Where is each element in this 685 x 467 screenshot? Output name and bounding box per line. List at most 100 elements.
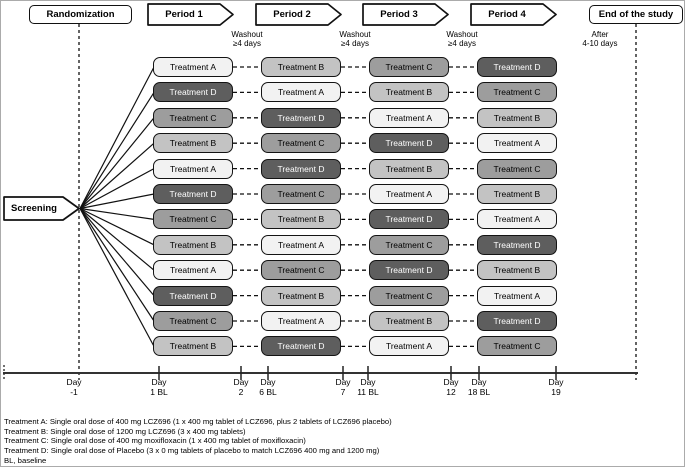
fan-line <box>79 208 155 322</box>
period-4-chevron <box>470 3 557 26</box>
treatment-box-b: Treatment B <box>153 133 233 154</box>
day-value: 19 <box>551 386 561 397</box>
treatment-box-b: Treatment B <box>369 311 449 331</box>
treatment-box-a: Treatment A <box>369 184 449 204</box>
treatment-box-b: Treatment B <box>369 82 449 103</box>
washout-line1: Washout <box>446 30 478 39</box>
washout-label-3: Washout≥4 days <box>432 30 492 48</box>
treatment-box-a: Treatment A <box>153 158 233 179</box>
washout-line2: ≥4 days <box>341 39 369 48</box>
treatment-box-a: Treatment A <box>477 209 557 230</box>
period-1-label: Period 1 <box>165 9 203 20</box>
fan-line <box>79 117 155 209</box>
period-3-label: Period 3 <box>380 9 418 20</box>
treatment-box-a: Treatment A <box>477 285 557 306</box>
washout-line2: ≥4 days <box>233 39 261 48</box>
treatment-box-d: Treatment D <box>477 234 557 255</box>
period-1-chevron <box>147 3 234 26</box>
fan-line <box>79 92 155 209</box>
footnotes-block: Treatment A: Single oral dose of 400 mg … <box>4 417 392 466</box>
footnote-5: BL, baseline <box>4 455 47 465</box>
washout-label-1: Washout≥4 days <box>217 30 277 48</box>
treatment-box-b: Treatment B <box>477 184 557 204</box>
treatment-box-b: Treatment B <box>477 260 557 281</box>
fan-line <box>79 208 155 347</box>
day-word: Day <box>548 377 564 387</box>
treatment-box-c: Treatment C <box>369 57 449 77</box>
screening-banner-shape <box>3 196 80 221</box>
washout-line1: Washout <box>339 30 371 39</box>
day-label-0: Day-1 <box>52 377 96 397</box>
day-word: Day <box>66 377 82 387</box>
treatment-box-a: Treatment A <box>261 234 341 255</box>
treatment-box-d: Treatment D <box>153 285 233 306</box>
treatment-box-a: Treatment A <box>477 133 557 154</box>
footnote-2: Treatment B: Single oral dose of 1200 mg… <box>4 426 246 436</box>
treatment-box-d: Treatment D <box>477 311 557 331</box>
treatment-box-c: Treatment C <box>369 285 449 306</box>
footnote-3: Treatment C: Single oral dose of 400 mg … <box>4 436 306 446</box>
day-value: 6 BL <box>259 386 277 397</box>
treatment-box-b: Treatment B <box>261 209 341 230</box>
treatment-box-c: Treatment C <box>153 107 233 128</box>
treatment-box-d: Treatment D <box>369 209 449 230</box>
after-label: After 4-10 days <box>570 30 630 48</box>
day-word: Day <box>233 377 249 387</box>
treatment-box-c: Treatment C <box>153 311 233 331</box>
day-value: 11 BL <box>357 386 379 397</box>
washout-line1: Washout <box>231 30 263 39</box>
day-value: 18 BL <box>467 386 491 397</box>
treatment-box-a: Treatment A <box>261 82 341 103</box>
footnote-1: Treatment A: Single oral dose of 400 mg … <box>4 417 392 426</box>
screening-label: Screening <box>11 203 57 214</box>
day-word: Day <box>443 377 459 387</box>
fan-line <box>79 66 155 209</box>
treatment-box-c: Treatment C <box>153 209 233 230</box>
end-of-study-banner: End of the study <box>589 5 683 24</box>
treatment-box-c: Treatment C <box>477 82 557 103</box>
day-value: 1 BL <box>150 386 168 397</box>
treatment-box-d: Treatment D <box>369 133 449 154</box>
fan-line <box>79 207 155 246</box>
treatment-box-c: Treatment C <box>477 336 557 357</box>
fan-line <box>79 208 155 271</box>
washout-label-2: Washout≥4 days <box>325 30 385 48</box>
day-value: 12 <box>446 386 456 397</box>
day-word: Day <box>360 377 376 387</box>
day-value: 2 <box>238 386 244 397</box>
treatment-box-a: Treatment A <box>261 311 341 331</box>
treatment-box-d: Treatment D <box>153 82 233 103</box>
treatment-box-d: Treatment D <box>261 107 341 128</box>
treatment-box-b: Treatment B <box>153 234 233 255</box>
treatment-box-a: Treatment A <box>153 260 233 281</box>
period-2-label: Period 2 <box>273 9 311 20</box>
day-value: -1 <box>70 386 78 397</box>
randomization-banner: Randomization <box>29 5 132 24</box>
footnote-4: Treatment D: Single oral dose of Placebo… <box>4 446 380 456</box>
treatment-box-a: Treatment A <box>153 57 233 77</box>
after-line1: After <box>591 30 609 39</box>
treatment-box-c: Treatment C <box>261 184 341 204</box>
day-word: Day <box>151 377 167 387</box>
treatment-box-c: Treatment C <box>261 133 341 154</box>
fan-line <box>79 193 155 210</box>
fan-line <box>79 207 155 220</box>
treatment-box-b: Treatment B <box>477 107 557 128</box>
fan-line <box>79 142 155 209</box>
period-2-chevron <box>255 3 342 26</box>
treatment-box-a: Treatment A <box>369 107 449 128</box>
treatment-box-c: Treatment C <box>261 260 341 281</box>
treatment-box-d: Treatment D <box>369 260 449 281</box>
day-word: Day <box>260 377 276 387</box>
treatment-box-c: Treatment C <box>477 158 557 179</box>
fan-line <box>79 168 155 210</box>
treatment-box-a: Treatment A <box>369 336 449 357</box>
